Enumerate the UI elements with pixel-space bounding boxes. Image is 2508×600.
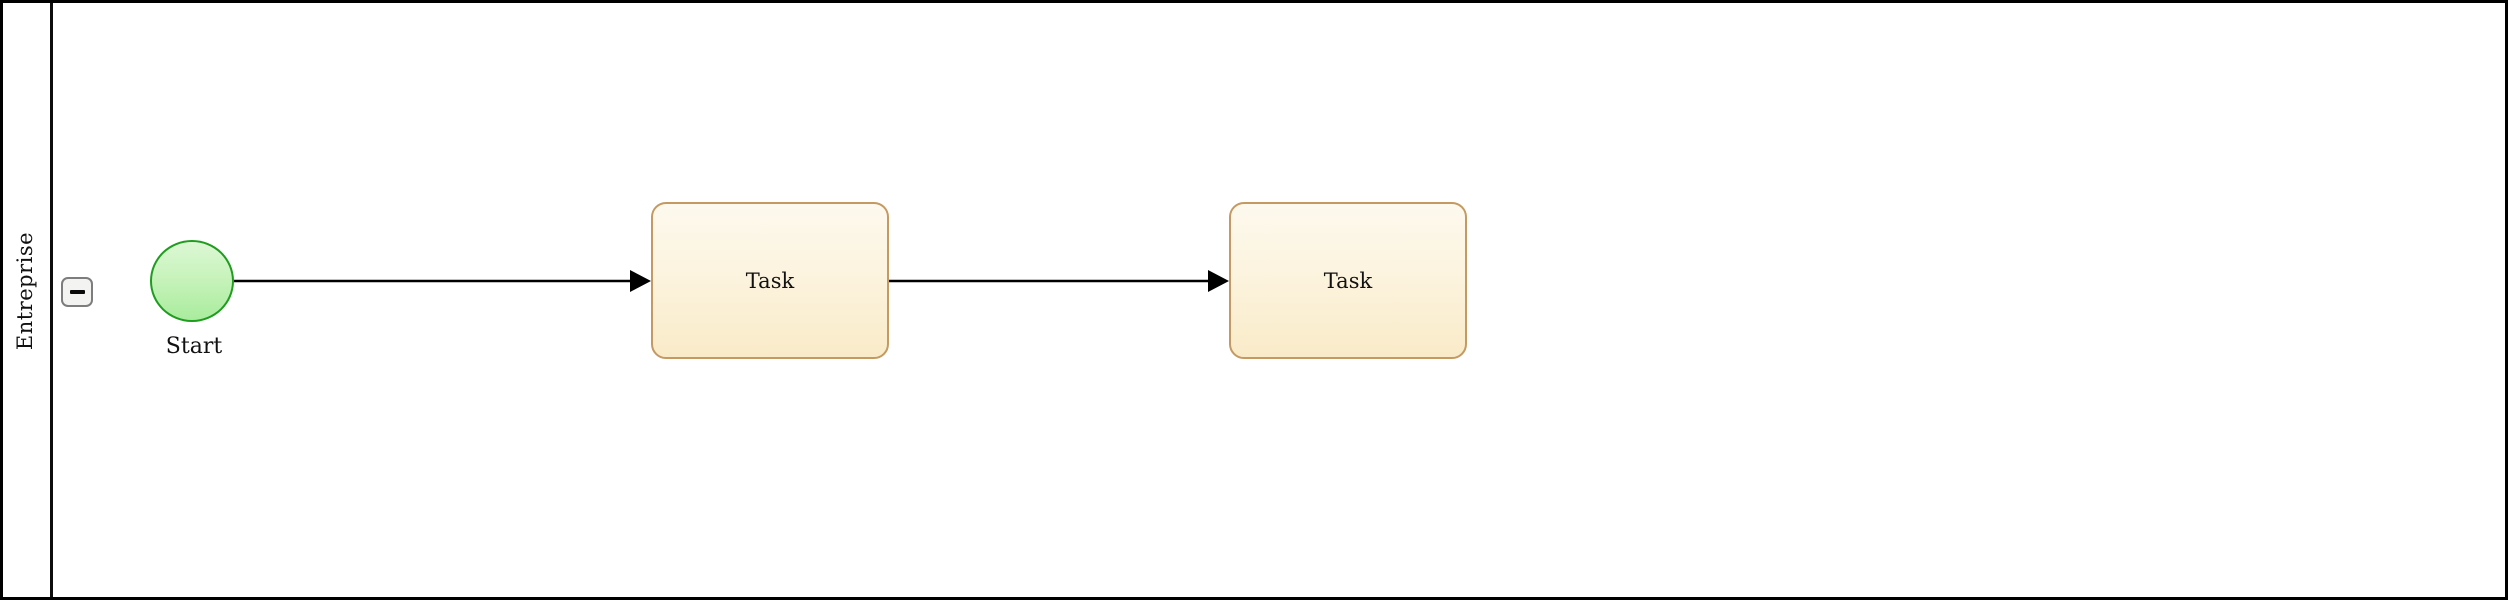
collapse-pool-button[interactable] (61, 277, 93, 307)
pool-lane-header[interactable]: Entreprise (0, 0, 50, 600)
task-2[interactable]: Task (1229, 202, 1467, 359)
task-2-label: Task (1323, 268, 1373, 293)
start-event-label: Start (165, 334, 223, 359)
task-1-label: Task (745, 268, 795, 293)
lane-divider (50, 0, 53, 600)
minus-icon (69, 290, 85, 294)
task-1[interactable]: Task (651, 202, 889, 359)
start-event-circle[interactable] (150, 240, 234, 322)
sequence-flow-start-to-task1[interactable] (233, 270, 651, 292)
sequence-flow-task1-to-task2[interactable] (889, 270, 1229, 292)
